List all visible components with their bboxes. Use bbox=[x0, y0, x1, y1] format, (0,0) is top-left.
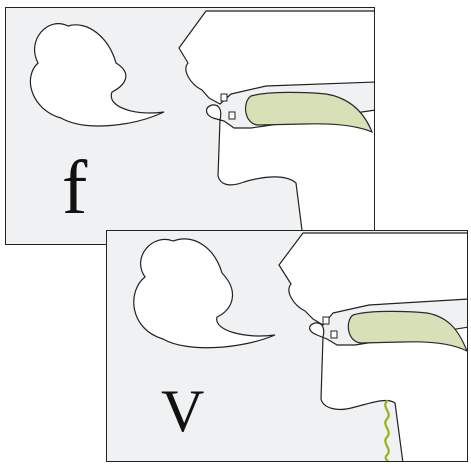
air-puff-shape bbox=[30, 24, 164, 126]
phoneme-letter-v: V bbox=[161, 381, 204, 441]
lower-teeth bbox=[229, 112, 235, 119]
air-puff-shape bbox=[134, 239, 275, 348]
panel-v-voiced: V bbox=[106, 230, 468, 462]
upper-teeth bbox=[221, 94, 227, 101]
phoneme-letter-f: f bbox=[62, 150, 87, 226]
upper-face-shape bbox=[279, 233, 468, 325]
upper-face-shape bbox=[179, 11, 375, 104]
upper-teeth bbox=[323, 317, 329, 324]
lower-teeth bbox=[331, 331, 337, 338]
vibration-squiggle bbox=[385, 401, 389, 462]
panel-f-voiceless: f bbox=[5, 7, 375, 245]
